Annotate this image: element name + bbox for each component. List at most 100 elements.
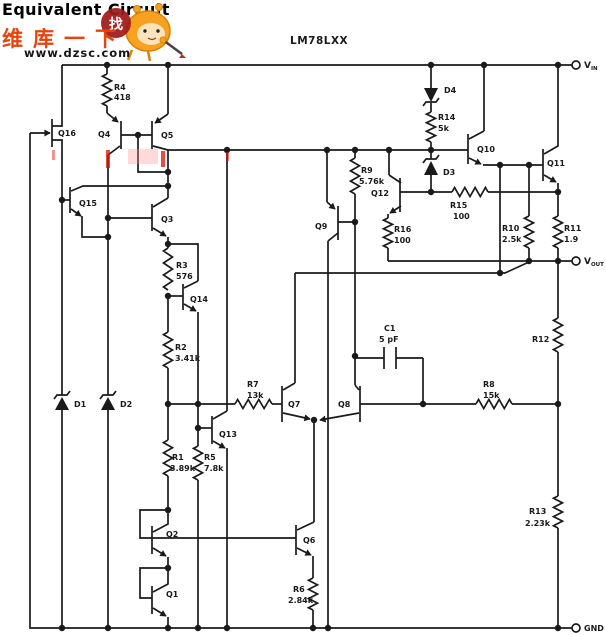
zener-d4: [422, 88, 440, 107]
label-q16: Q16: [58, 129, 76, 138]
resistor-r7-body: [234, 397, 273, 411]
label-r16: R16: [394, 225, 412, 234]
gnd-terminal: [571, 623, 581, 633]
label-q13: Q13: [219, 430, 237, 439]
label-q2: Q2: [166, 530, 178, 539]
value-r5: 7.8k: [204, 464, 224, 473]
terminals: VIN VOUT GND: [571, 60, 604, 633]
resistor-r11-body: [551, 215, 565, 249]
label-q12: Q12: [371, 189, 389, 198]
label-r9: R9: [361, 166, 373, 175]
mascot-watermark: 找: [101, 3, 186, 62]
label-q4: Q4: [98, 130, 111, 139]
label-d4: D4: [444, 86, 457, 95]
label-d2: D2: [120, 400, 132, 409]
chip-title: LM78LXX: [290, 35, 348, 47]
watermark-remnant: [106, 150, 110, 168]
zener-d3: [422, 154, 440, 175]
label-r3: R3: [176, 261, 188, 270]
label-r7: R7: [247, 380, 259, 389]
gnd-label: GND: [584, 624, 604, 633]
label-r13: R13: [529, 507, 546, 516]
resistor-r4-body: [100, 73, 114, 107]
mascot-antenna: [155, 3, 163, 11]
value-r2: 3.41k: [175, 354, 201, 363]
label-q15: Q15: [79, 199, 97, 208]
value-r15: 100: [453, 212, 470, 221]
value-r13: 2.23k: [525, 519, 551, 528]
label-r4: R4: [114, 83, 126, 92]
label-q3: Q3: [161, 215, 173, 224]
zener-diodes: [53, 88, 440, 410]
watermark-remnant: [52, 150, 55, 160]
resistor-r1-body: [161, 439, 175, 477]
resistor-r9-body: [348, 157, 362, 195]
resistor-r3-body: [161, 247, 175, 291]
watermark-remnant: [161, 151, 165, 167]
resistor-r8-body: [475, 397, 513, 411]
mascot-face: [137, 23, 165, 45]
value-r16: 100: [394, 236, 411, 245]
label-r5: R5: [204, 453, 216, 462]
resistor-r14-body: [424, 111, 438, 143]
watermark-remnant: [128, 149, 158, 164]
label-q10: Q10: [477, 145, 495, 154]
label-q11: Q11: [547, 159, 565, 168]
label-q8: Q8: [338, 400, 351, 409]
mascot-badge-char: 找: [109, 16, 123, 33]
resistor-r15-body: [451, 185, 489, 199]
watermark-brand: 维库一下: [2, 27, 126, 51]
vout-terminal: [571, 256, 581, 266]
label-r10: R10: [502, 224, 520, 233]
resistor-r6-body: [306, 577, 320, 611]
mascot-pencil: [162, 38, 183, 56]
resistor-r16-body: [381, 217, 395, 249]
watermark: 找 维库一下 www.dzsc.com: [2, 3, 229, 168]
label-c1: C1: [384, 324, 396, 333]
value-r3: 576: [176, 272, 193, 281]
value-r4: 418: [114, 93, 131, 102]
label-r6: R6: [293, 585, 305, 594]
label-q9: Q9: [315, 222, 328, 231]
mascot-antenna: [133, 5, 141, 13]
value-r9: 5.76k: [359, 177, 385, 186]
label-r1: R1: [172, 453, 184, 462]
label-q5: Q5: [161, 131, 174, 140]
mascot-badge: [101, 8, 131, 38]
label-r11: R11: [564, 224, 582, 233]
wires: [29, 64, 572, 629]
vout-label: VOUT: [584, 257, 604, 268]
label-r8: R8: [483, 380, 495, 389]
label-q1: Q1: [166, 590, 179, 599]
label-d3: D3: [443, 168, 455, 177]
vin-label: VIN: [584, 61, 598, 72]
value-r11: 1.9: [564, 235, 579, 244]
value-r14: 5k: [438, 124, 450, 133]
resistor-r2-body: [161, 331, 175, 369]
label-r12: R12: [532, 335, 549, 344]
mascot-pencil-tip: [179, 54, 186, 58]
label-q7: Q7: [288, 400, 300, 409]
label-r2: R2: [175, 343, 187, 352]
junction-dots: [58, 61, 562, 632]
value-c1: 5 pF: [379, 335, 399, 344]
bottom-rail: [29, 133, 572, 629]
watermark-url: www.dzsc.com: [24, 46, 131, 60]
value-r8: 15k: [483, 391, 500, 400]
value-r1: 3.89k: [170, 464, 196, 473]
value-r6: 2.84k: [288, 596, 314, 605]
component-labels: Q16 Q4 Q5 R4 418 Q15 Q3 R3 576 Q14 R2 3.…: [58, 83, 582, 605]
zener-d2: [99, 390, 117, 410]
label-q14: Q14: [190, 295, 208, 304]
resistor-r12-body: [551, 317, 565, 353]
resistor-r5-body: [191, 445, 205, 481]
label-d1: D1: [74, 400, 87, 409]
value-r7: 13k: [247, 391, 264, 400]
watermark-remnant: [226, 152, 229, 161]
label-q6: Q6: [303, 536, 316, 545]
vin-terminal: [571, 60, 581, 70]
label-r14: R14: [438, 113, 456, 122]
zener-d1: [53, 390, 71, 410]
